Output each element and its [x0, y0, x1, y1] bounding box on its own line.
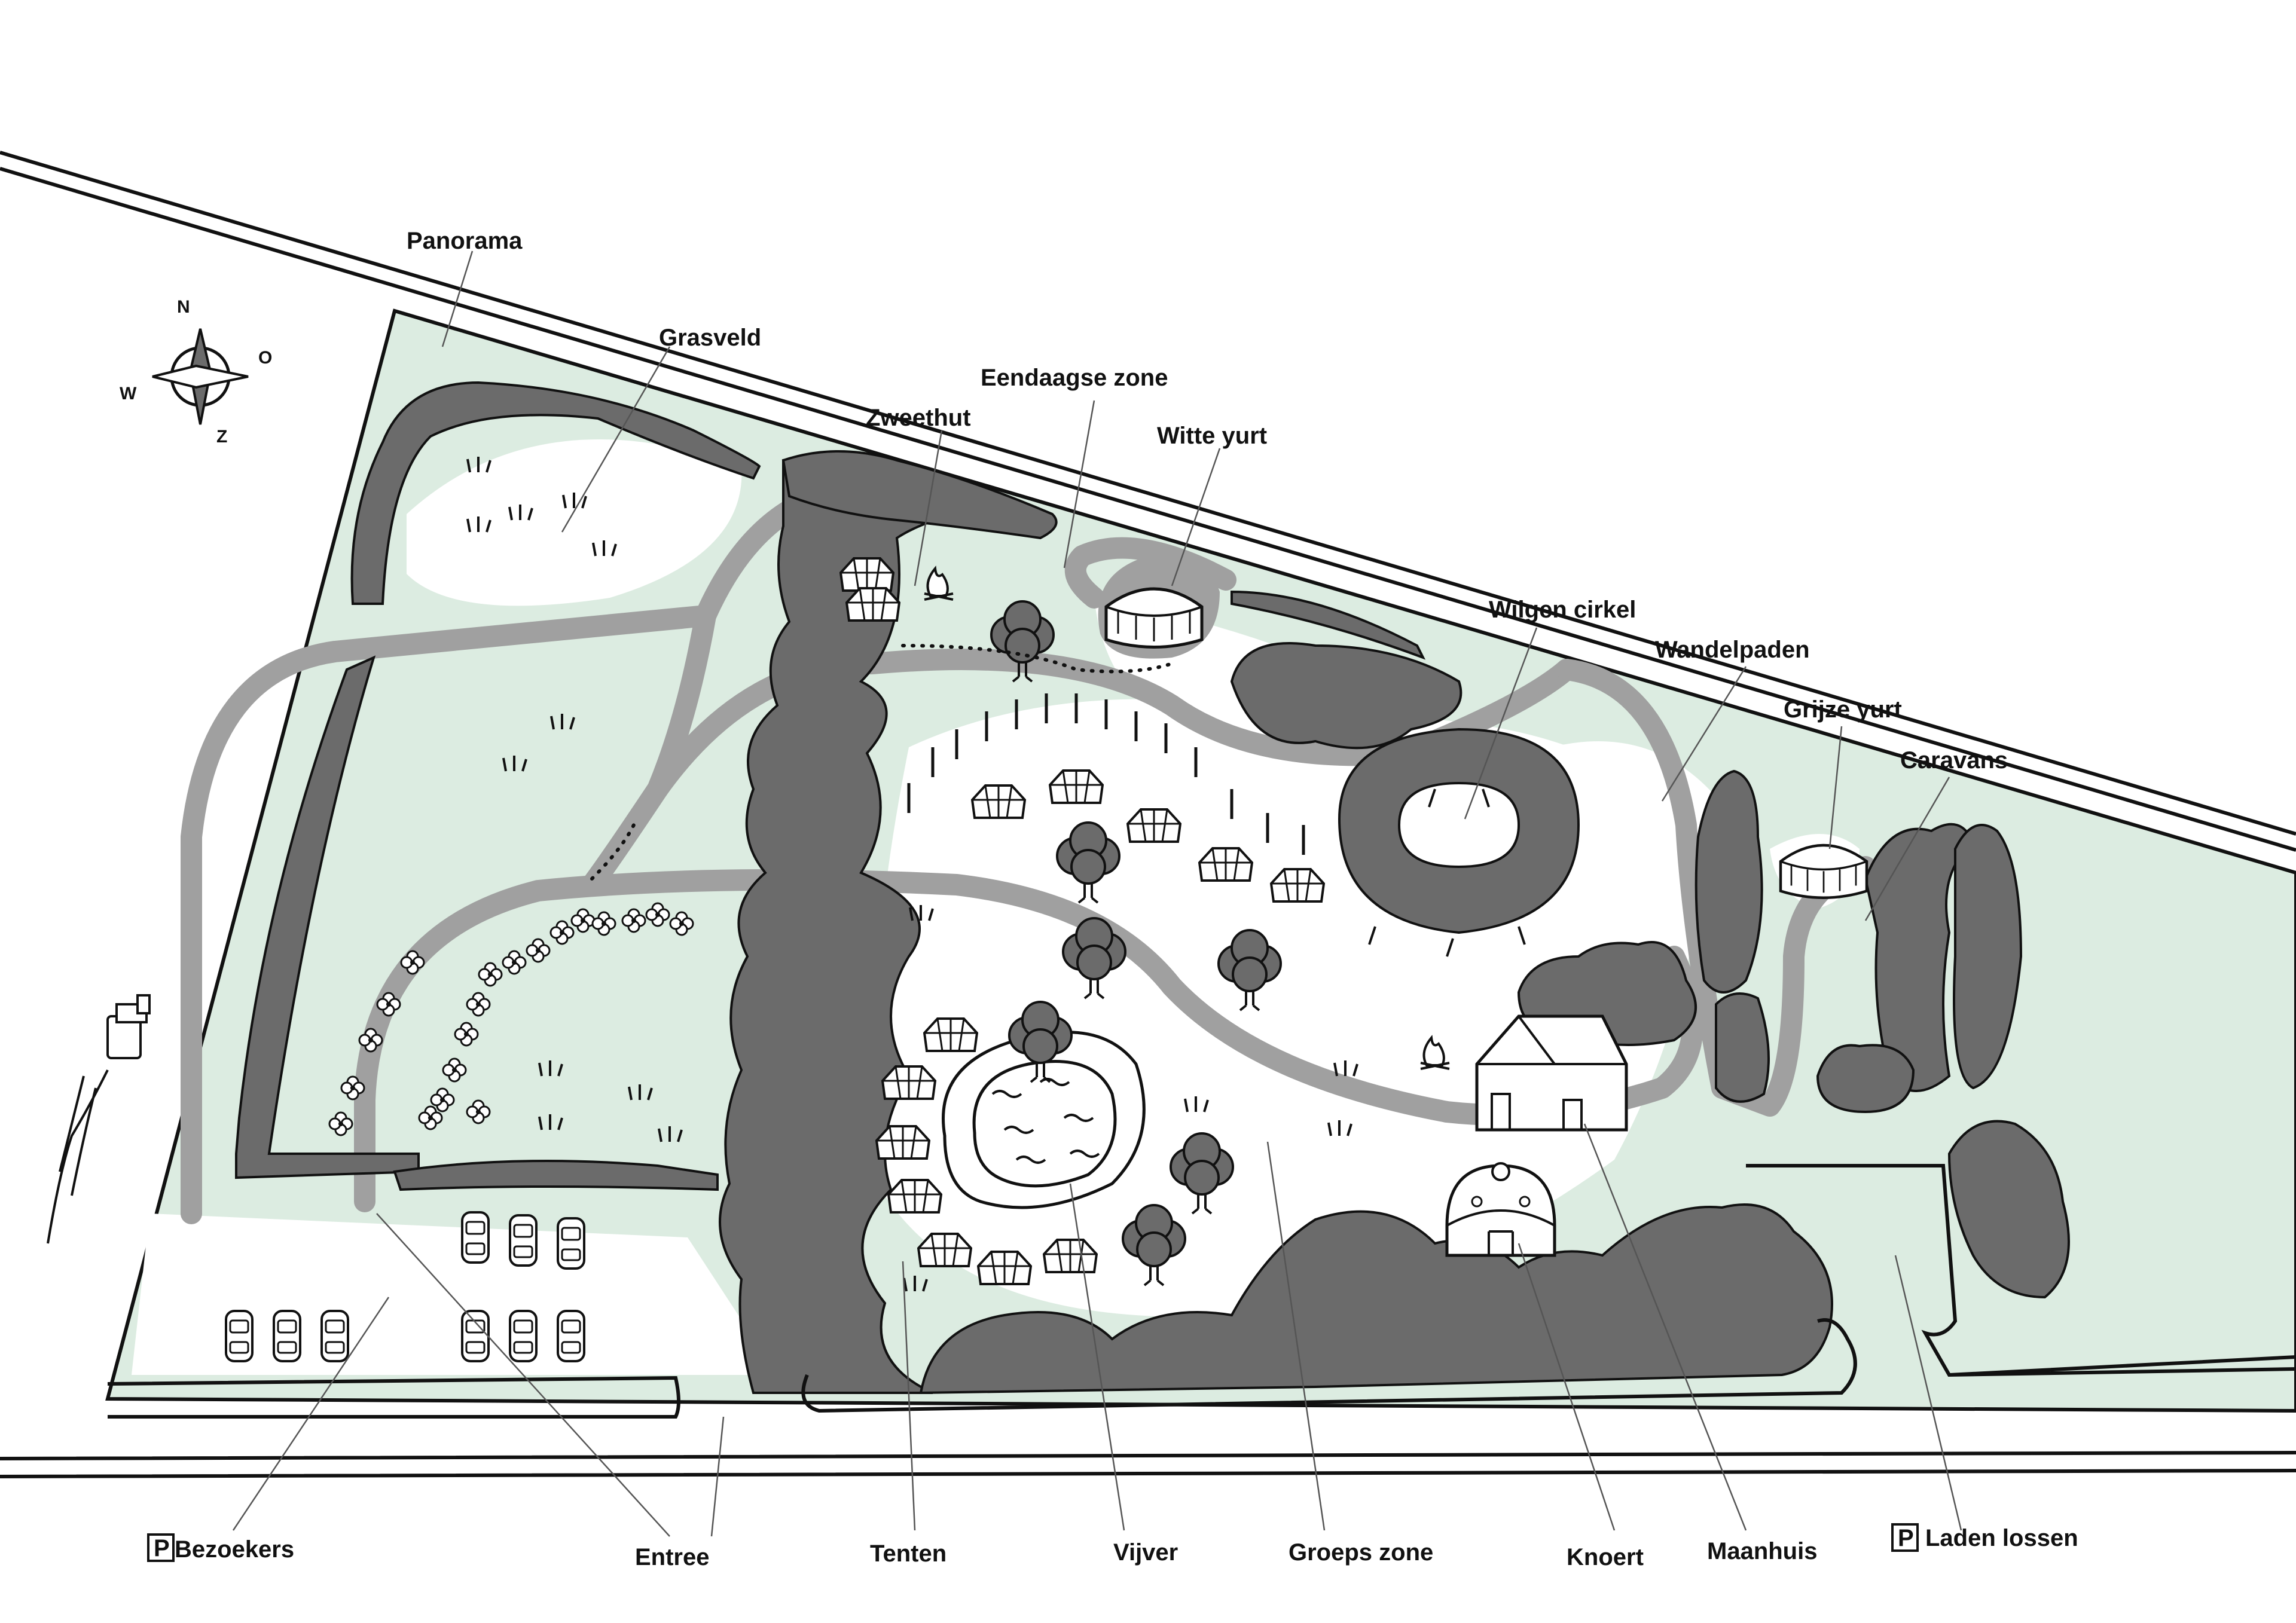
- delivery-drive: [1746, 1164, 2296, 1377]
- fence-posts: [907, 693, 1305, 855]
- compass-rose-icon: N O Z W: [120, 297, 272, 447]
- parking-icon: [1891, 1523, 1919, 1552]
- parking-icon: [147, 1533, 175, 1562]
- parking-icon-letter: P: [1898, 1525, 1914, 1551]
- compass-o: O: [258, 348, 272, 368]
- south-road: [0, 1451, 2296, 1478]
- label-grasveld: Grasveld: [659, 325, 761, 351]
- compass-n: N: [177, 297, 190, 317]
- label-zweethut: Zweethut: [866, 405, 971, 431]
- knoert-yurt: [1445, 1162, 1556, 1257]
- label-bezoekers-group: P Bezoekers: [147, 1533, 294, 1563]
- label-maanhuis: Maanhuis: [1707, 1538, 1817, 1564]
- label-panorama: Panorama: [407, 228, 523, 254]
- label-knoert: Knoert: [1567, 1544, 1644, 1570]
- compass-w: W: [120, 384, 137, 404]
- clearing-panorama: [407, 439, 742, 606]
- witte-yurt-area: [1098, 556, 1220, 659]
- label-witte-yurt: Witte yurt: [1157, 423, 1267, 449]
- parking-icon-letter: P: [154, 1535, 170, 1561]
- label-bezoekers: Bezoekers: [175, 1536, 294, 1563]
- label-caravans: Caravans: [1900, 747, 2008, 774]
- label-laden-lossen-group: P Laden lossen: [1891, 1523, 2078, 1552]
- leader-lines: [232, 250, 1962, 1537]
- label-vijver: Vijver: [1113, 1539, 1178, 1566]
- hedges: [235, 381, 2070, 1395]
- label-tenten: Tenten: [870, 1541, 947, 1567]
- label-wandelpaden: Wandelpaden: [1655, 637, 1810, 663]
- label-eendaagse-zone: Eendaagse zone: [981, 365, 1168, 391]
- label-grijze-yurt: Grijze yurt: [1784, 696, 1902, 723]
- tractor-icon: [47, 994, 151, 1244]
- willow-roots: [1368, 788, 1526, 957]
- label-wilgen-cirkel: Wilgen cirkel: [1489, 597, 1636, 623]
- dotted-path: [901, 644, 1174, 674]
- vijver-pond: [942, 1031, 1146, 1209]
- label-entree: Entree: [635, 1544, 710, 1570]
- south-road: [107, 1318, 1857, 1419]
- maanhuis-house: [1475, 1014, 1628, 1132]
- compass-z: Z: [216, 427, 227, 447]
- map-labels: Panorama Grasveld Eendaagse zone Zweethu…: [147, 228, 2078, 1570]
- grijze-yurt: [1781, 845, 1867, 898]
- north-road: [0, 151, 2296, 852]
- label-groeps-zone: Groeps zone: [1289, 1539, 1433, 1566]
- dotted-path: [590, 823, 636, 881]
- label-laden-lossen: Laden lossen: [1925, 1525, 2078, 1551]
